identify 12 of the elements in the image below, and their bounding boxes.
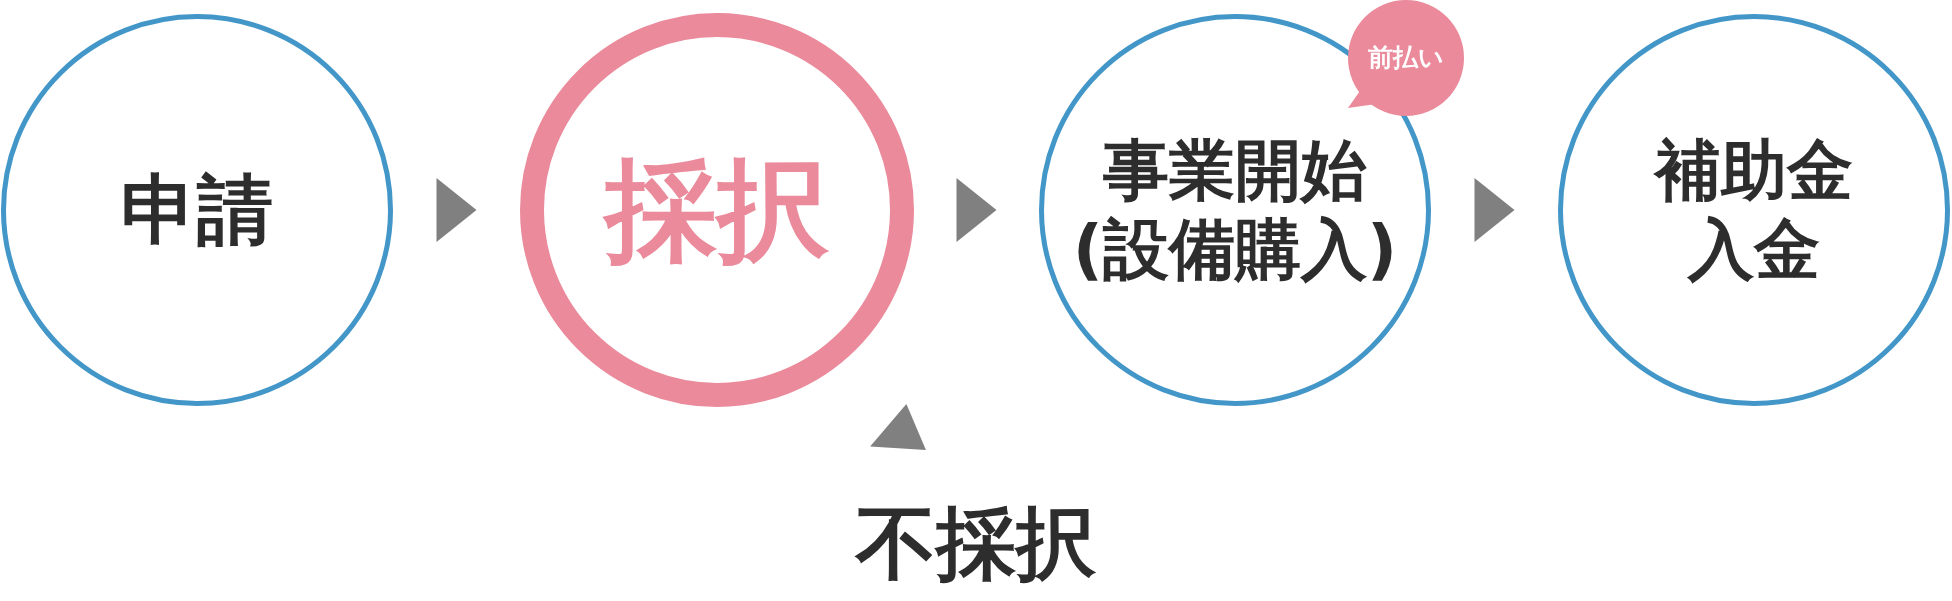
arrow <box>870 404 926 451</box>
step-label: 事業開始(設備購入) <box>1071 130 1399 290</box>
arrow <box>436 178 477 242</box>
status-label: 不採択 <box>856 496 1096 592</box>
step-label: 申請 <box>121 164 273 256</box>
arrow <box>1474 178 1515 242</box>
step-label: 前払い <box>1368 43 1444 73</box>
arrow <box>956 178 997 242</box>
step-label: 補助金入金 <box>1652 130 1854 290</box>
step-circle <box>1558 14 1950 406</box>
step-circle <box>1 14 393 406</box>
step-circle <box>520 13 914 407</box>
